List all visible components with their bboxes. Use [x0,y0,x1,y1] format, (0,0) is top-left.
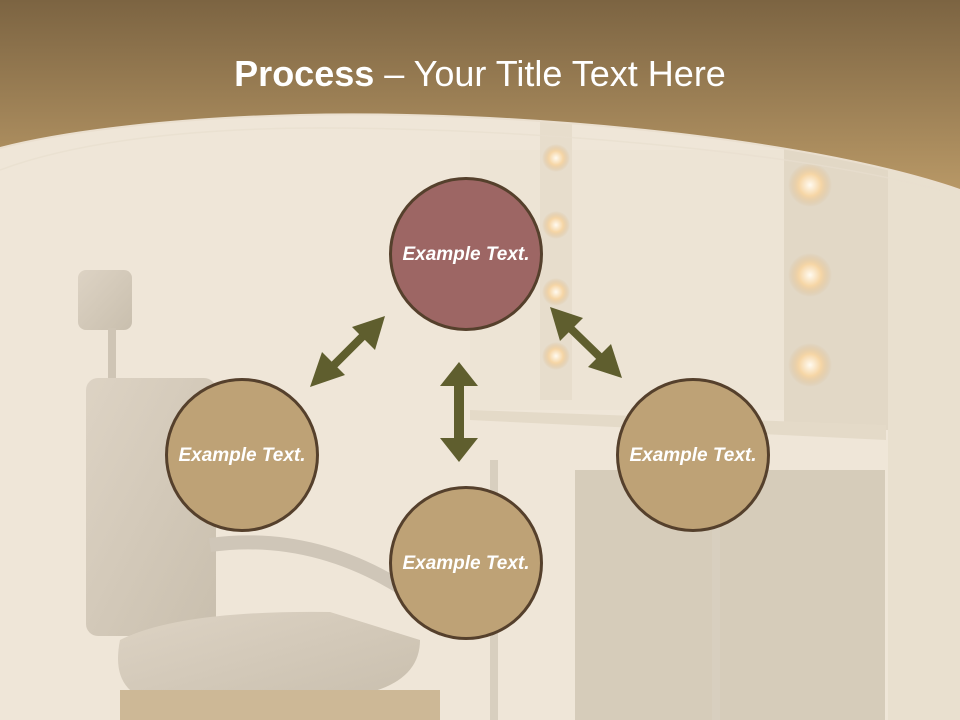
process-node-right: Example Text. [616,378,770,532]
arrow-top-right [550,307,622,378]
title-rest: – Your Title Text Here [374,53,726,94]
process-node-top: Example Text. [389,177,543,331]
node-label: Example Text. [178,444,306,466]
slide-title: Process – Your Title Text Here [0,52,960,96]
arrow-top-left [310,316,385,387]
process-node-bottom: Example Text. [389,486,543,640]
node-label: Example Text. [629,444,757,466]
node-label: Example Text. [402,243,530,265]
arrow-vertical [440,362,478,462]
node-label: Example Text. [402,552,530,574]
title-bold: Process [234,53,375,94]
process-node-left: Example Text. [165,378,319,532]
